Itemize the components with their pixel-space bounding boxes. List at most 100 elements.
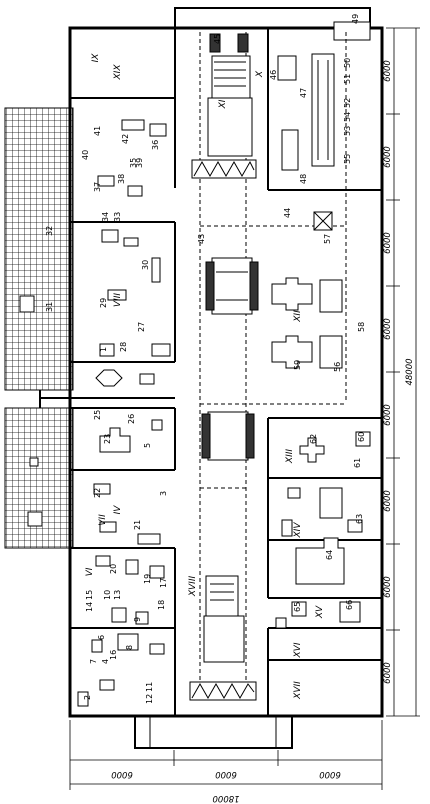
eq-3: 3 <box>159 491 168 496</box>
eq-26: 26 <box>127 414 136 424</box>
eq-36: 36 <box>151 140 160 150</box>
eq-52: 52 <box>343 98 352 108</box>
eq-6: 6 <box>97 635 106 640</box>
eq-60: 60 <box>357 432 366 442</box>
eq-30: 30 <box>141 260 150 270</box>
equipment-number-labels: 1 2 3 4 5 6 7 8 9 10 11 12 13 14 15 16 1… <box>45 14 366 704</box>
room-label-xvii: XVII <box>293 681 303 700</box>
eq-12: 12 <box>145 694 154 704</box>
dim-v-2: 6000 <box>383 146 393 168</box>
eq-64: 64 <box>325 550 334 560</box>
dim-v-3: 6000 <box>383 232 393 254</box>
tractor-lower <box>201 411 255 461</box>
eq-51: 51 <box>343 74 352 84</box>
right-partitions <box>267 21 382 716</box>
eq-11: 11 <box>145 682 154 692</box>
eq-47: 47 <box>299 88 308 98</box>
eq-15: 15 <box>85 590 94 600</box>
room-label-xi: XI <box>218 99 228 109</box>
conveyor-bottom <box>189 681 257 701</box>
room-label-xiii: XIII <box>285 449 295 464</box>
dim-h-2: 6000 <box>215 769 237 779</box>
eq-5: 5 <box>143 443 152 448</box>
eq-35: 35 <box>129 158 138 168</box>
dim-v-7: 6000 <box>383 576 393 598</box>
eq-23: 23 <box>103 434 112 444</box>
dimension-chain-vertical: 6000 6000 6000 6000 6000 6000 6000 6000 … <box>383 27 420 717</box>
eq-61: 61 <box>353 458 362 468</box>
eq-14: 14 <box>85 602 94 612</box>
eq-7: 7 <box>89 659 98 664</box>
eq-13: 13 <box>113 590 122 600</box>
eq-31: 31 <box>45 302 54 312</box>
eq-2: 2 <box>83 695 92 700</box>
eq-65: 65 <box>293 602 302 612</box>
eq-8: 8 <box>125 645 134 650</box>
room-label-xvi: XVI <box>293 642 303 658</box>
eq-19: 19 <box>143 574 152 584</box>
room-xv-equipment <box>275 601 361 629</box>
eq-62: 62 <box>309 434 318 444</box>
eq-58: 58 <box>357 322 366 332</box>
eq-41: 41 <box>93 126 102 136</box>
eq-45: 45 <box>213 34 222 44</box>
room-label-xviii: XVIII <box>188 576 198 598</box>
eq-18: 18 <box>157 600 166 610</box>
eq-1: 1 <box>99 347 108 352</box>
engine-units-right <box>271 211 343 369</box>
room-label-xii: XII <box>293 310 303 323</box>
room-xiv-equipment <box>281 487 363 585</box>
room-label-viii: VIII <box>113 293 123 307</box>
room-label-vii: VII <box>98 514 108 526</box>
room-label-xix: XIX <box>113 64 123 81</box>
column-grid <box>199 32 347 700</box>
eq-59: 59 <box>293 360 302 370</box>
dim-h-3: 6000 <box>319 769 341 779</box>
eq-44: 44 <box>283 208 292 218</box>
eq-50: 50 <box>343 58 352 68</box>
eq-43: 43 <box>197 234 206 244</box>
room-label-iv: IV <box>113 505 123 515</box>
room-label-ix: IX <box>91 53 101 63</box>
dim-v-total: 48000 <box>405 358 415 385</box>
room-label-xv: XV <box>315 605 325 619</box>
room-label-vi: VI <box>85 567 95 576</box>
eq-22: 22 <box>93 488 102 498</box>
eq-37: 37 <box>93 182 102 192</box>
room-xiii-equipment <box>287 431 371 499</box>
eq-29: 29 <box>99 298 108 308</box>
eq-16: 16 <box>109 650 118 660</box>
vehicle-top <box>207 33 253 157</box>
dim-v-1: 6000 <box>383 60 393 82</box>
eq-32: 32 <box>45 226 54 236</box>
eq-66: 66 <box>345 600 354 610</box>
eq-38: 38 <box>117 174 126 184</box>
eq-46: 46 <box>269 70 278 80</box>
eq-4: 4 <box>101 659 110 664</box>
eq-49: 49 <box>351 14 360 24</box>
eq-40: 40 <box>81 150 90 160</box>
eq-28: 28 <box>119 342 128 352</box>
long-unit-top-right <box>277 53 335 171</box>
conveyor-top <box>191 159 257 179</box>
room-labels: XIX XI X XII XIII XIV XV XVI XVII XVIII … <box>85 53 325 700</box>
tractor-middle <box>205 257 259 315</box>
dim-v-4: 6000 <box>383 318 393 340</box>
eq-21: 21 <box>133 520 142 530</box>
dim-h-total: 18000 <box>212 793 239 803</box>
room-label-xiv: XIV <box>293 522 303 539</box>
eq-55: 55 <box>343 154 352 164</box>
eq-17: 17 <box>159 578 168 588</box>
eq-48: 48 <box>299 174 308 184</box>
eq-56: 56 <box>333 362 342 372</box>
eq-10: 10 <box>103 590 112 600</box>
eq-39: 39 <box>135 158 144 168</box>
eq-42: 42 <box>121 134 130 144</box>
eq-27: 27 <box>137 322 146 332</box>
eq-25: 25 <box>93 410 102 420</box>
eq-54: 54 <box>343 112 352 122</box>
eq-57: 57 <box>323 234 332 244</box>
eq-63: 63 <box>355 514 364 524</box>
eq-34: 34 <box>101 212 110 222</box>
